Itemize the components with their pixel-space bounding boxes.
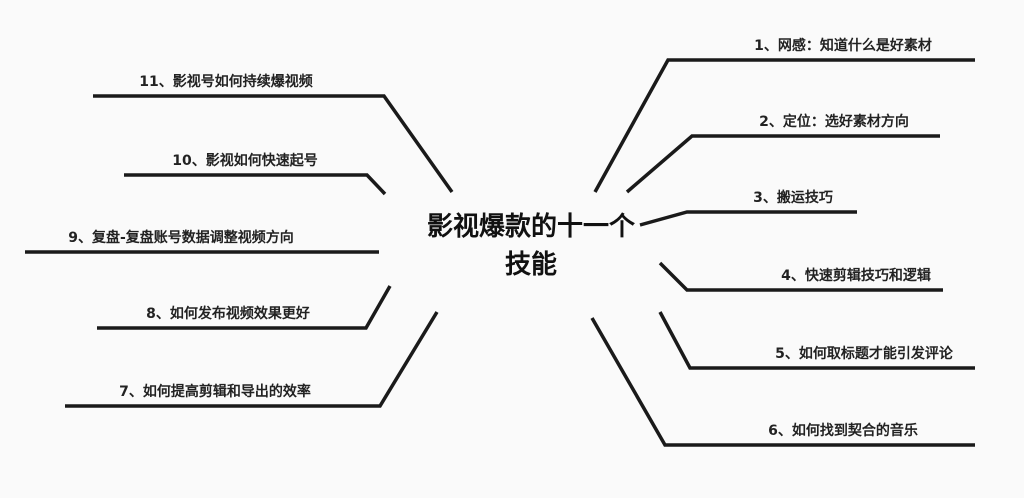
branch-line-1 [593,58,975,193]
branch-line-6 [590,317,975,447]
branch-label-10: 10、影视如何快速起号 [172,153,318,169]
branch-label-8: 8、如何发布视频效果更好 [146,306,310,322]
central-topic-line-2: 技能 [504,250,557,280]
branch-label-6: 6、如何找到契合的音乐 [768,423,918,439]
branch-line-8 [97,285,392,330]
branch-label-9: 9、复盘-复盘账号数据调整视频方向 [68,230,294,246]
branch-label-11: 11、影视号如何持续爆视频 [139,74,313,90]
branch-line-4 [658,261,943,292]
branch-label-2: 2、定位：选好素材方向 [759,114,909,130]
branch-label-4: 4、快速剪辑技巧和逻辑 [781,268,931,284]
central-topic-line-1: 影视爆款的十一个 [426,212,635,242]
branch-line-5 [658,311,975,370]
branch-label-3: 3、搬运技巧 [753,190,833,206]
central-topic: 影视爆款的十一个 技能 [392,208,670,284]
branch-line-3 [639,210,857,227]
branch-line-7 [65,311,439,408]
branch-line-11 [93,94,454,194]
branch-label-1: 1、网感：知道什么是好素材 [754,38,932,54]
branch-line-2 [625,134,940,194]
branch-line-10 [124,173,387,196]
branch-label-7: 7、如何提高剪辑和导出的效率 [119,384,311,400]
branch-label-5: 5、如何取标题才能引发评论 [775,346,953,362]
